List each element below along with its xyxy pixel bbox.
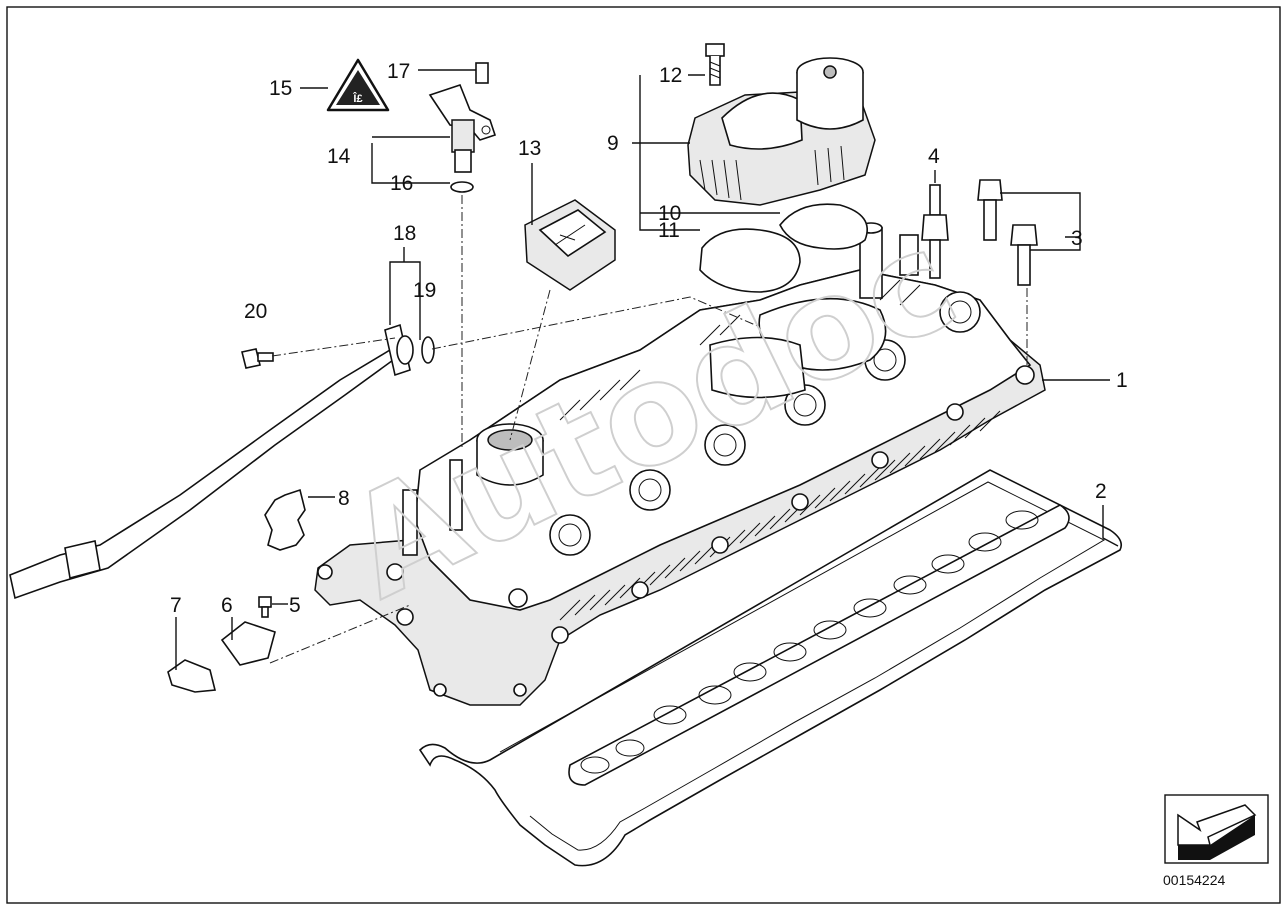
direction-arrow-icon: [1164, 794, 1269, 864]
callout-13: 13: [518, 137, 541, 160]
callout-14: 14: [327, 145, 351, 168]
o-ring-16: [450, 181, 474, 193]
callout-20: 20: [244, 300, 267, 323]
dipstick-tube: [9, 323, 414, 600]
bolt-20: [241, 348, 274, 369]
callout-15: 15: [269, 77, 292, 100]
callout-17: 17: [387, 60, 410, 83]
cap-13: [524, 199, 616, 291]
clip-8: [264, 488, 306, 551]
leader-lines: [175, 69, 1119, 670]
callout-6: 6: [221, 594, 233, 617]
warning-triangle-icon: Î£: [326, 58, 390, 112]
crankcase-breather: [687, 57, 876, 206]
svg-text:Î£: Î£: [352, 92, 362, 105]
callout-19: 19: [413, 279, 436, 302]
callout-10: 10: [658, 202, 681, 225]
callout-2: 2: [1095, 480, 1107, 503]
callout-18: 18: [393, 222, 416, 245]
callout-1: 1: [1116, 369, 1128, 392]
callout-12: 12: [659, 64, 682, 87]
callout-5: 5: [289, 594, 301, 617]
alignment-lines: [269, 195, 1028, 664]
valve-cover-gasket: [418, 469, 1123, 867]
gasket-11: [699, 228, 801, 293]
callout-9: 9: [607, 132, 619, 155]
bracket-6: [220, 621, 276, 666]
diagram-border: [6, 6, 1281, 904]
clip-7: [167, 659, 217, 693]
callout-16: 16: [390, 172, 413, 195]
bolt-4: [921, 184, 949, 279]
bolt-3b: [1010, 224, 1038, 286]
gasket-10: [779, 203, 868, 250]
callout-4: 4: [928, 145, 940, 168]
callout-11: 11: [658, 219, 680, 242]
callout-labels: 1 2 3 4 5 6 7 8 9 10 11 12 13 14 15 16 1…: [170, 60, 1128, 617]
callout-7: 7: [170, 594, 182, 617]
callout-3: 3: [1071, 227, 1083, 250]
document-id: 00154224: [1163, 872, 1226, 888]
bolt-17: [475, 62, 489, 84]
callout-8: 8: [338, 487, 350, 510]
camshaft-sensor: [428, 84, 497, 173]
bolt-3a: [977, 179, 1003, 241]
o-ring-19: [421, 336, 435, 364]
bolt-12: [705, 43, 725, 86]
screw-5: [258, 596, 272, 618]
